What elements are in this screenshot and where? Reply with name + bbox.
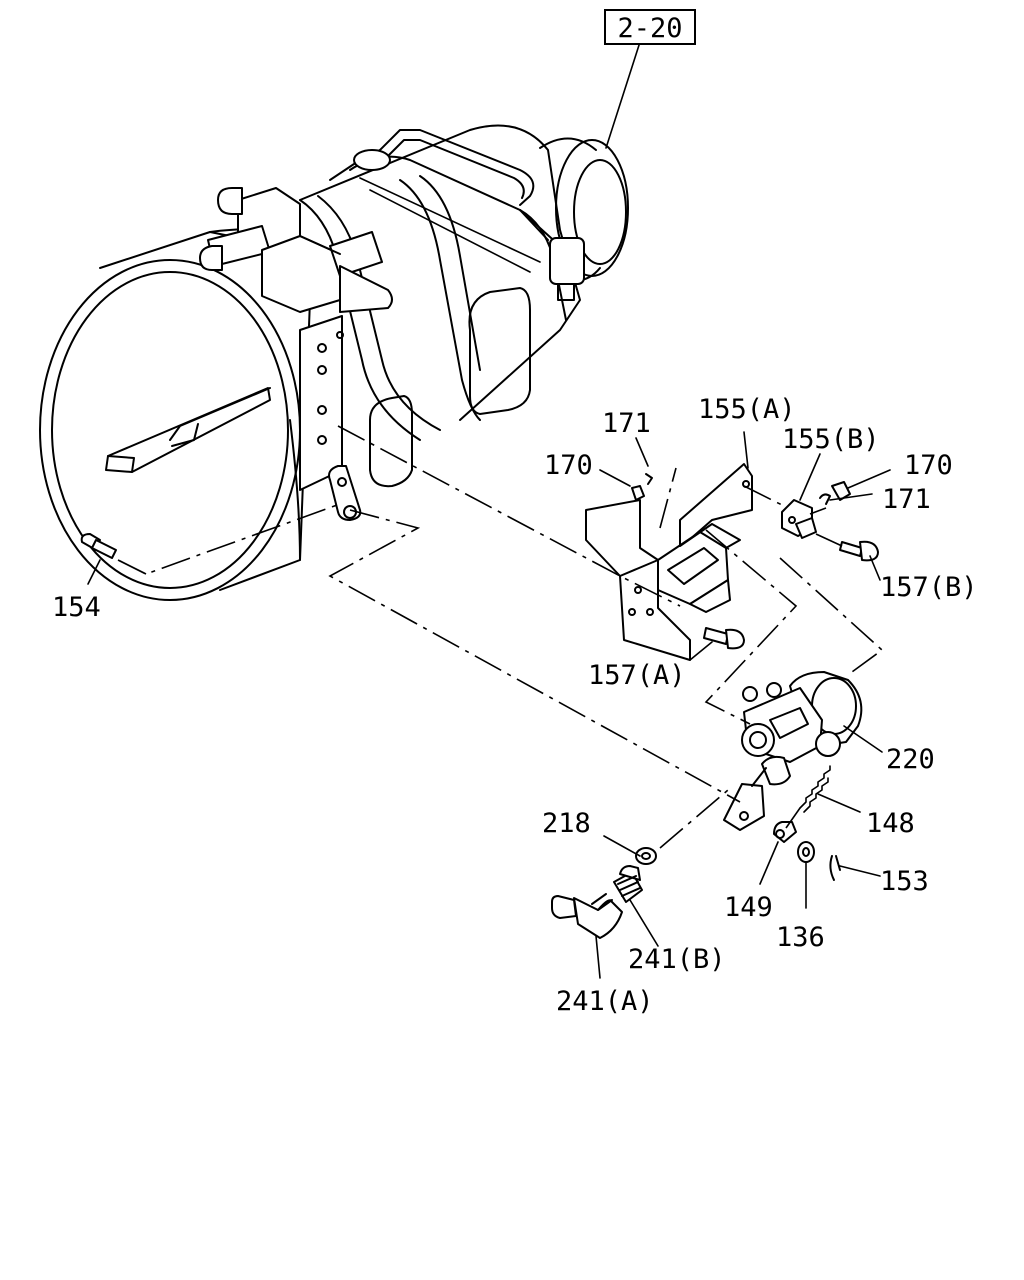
callout-171a: 171 (602, 408, 651, 439)
callout-220: 220 (886, 744, 935, 775)
callout-154: 154 (52, 592, 101, 623)
callout-241a: 241(A) (556, 986, 654, 1017)
transmission-assembly (39, 124, 629, 601)
callout-136: 136 (776, 922, 825, 953)
leader-lines (87, 41, 891, 979)
callout-155b: 155(B) (782, 424, 880, 455)
valve-220 (723, 671, 863, 831)
callout-241b: 241(B) (628, 944, 726, 975)
part-callouts: 154 171 170 155(A) 155(B) 170 171 157(B)… (52, 394, 978, 1017)
callout-171b: 171 (882, 484, 931, 515)
bracket-155b-assembly (781, 481, 879, 562)
bracket-155a-assembly (585, 463, 753, 661)
callout-149: 149 (724, 892, 773, 923)
callout-218: 218 (542, 808, 591, 839)
callout-157b: 157(B) (880, 572, 978, 603)
callout-170a: 170 (544, 450, 593, 481)
callout-155a: 155(A) (698, 394, 796, 425)
reference-label: 2-20 (617, 13, 682, 44)
reference-box: 2-20 (604, 9, 696, 45)
callout-153: 153 (880, 866, 929, 897)
callout-170b: 170 (904, 450, 953, 481)
callout-148: 148 (866, 808, 915, 839)
small-parts (80, 533, 841, 939)
assembly-centerlines (117, 425, 884, 849)
callout-157a: 157(A) (588, 660, 686, 691)
